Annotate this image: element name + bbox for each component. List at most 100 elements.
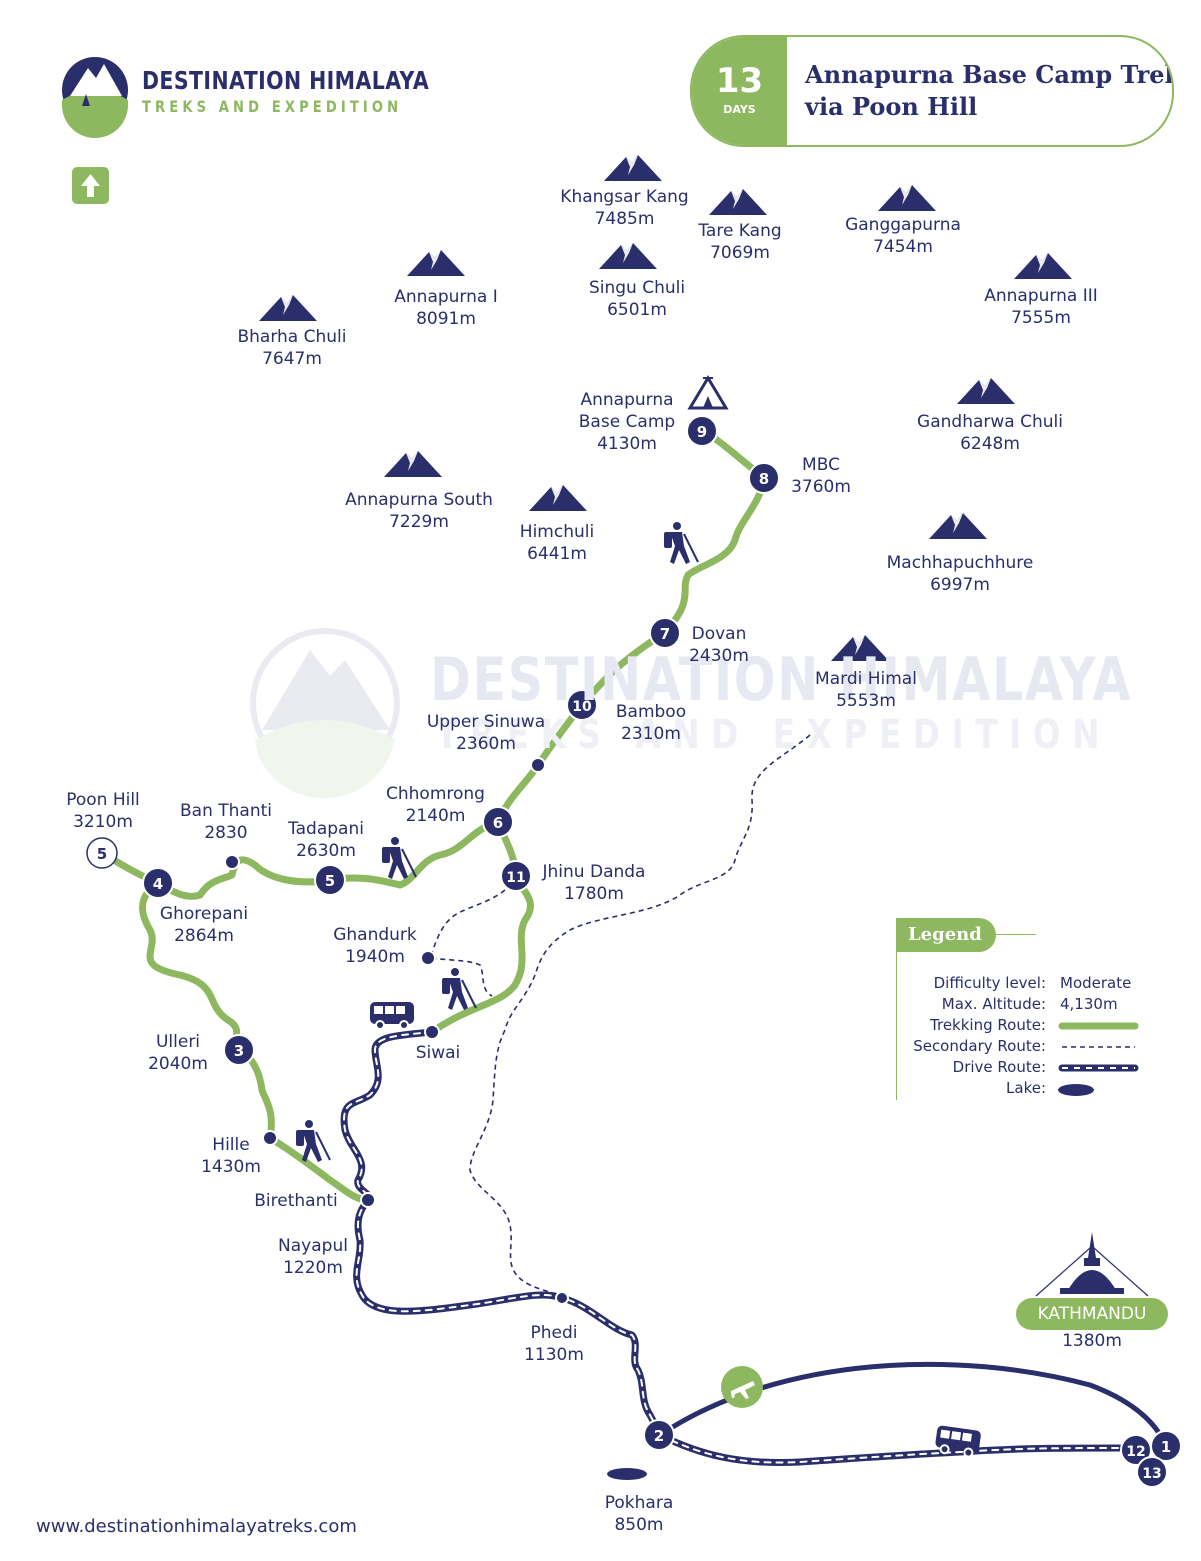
day-marker-label: 7 <box>660 625 670 643</box>
brand-name: DESTINATION HIMALAYA <box>142 66 430 95</box>
legend-secondary-label: Secondary Route: <box>913 1037 1046 1055</box>
day-marker: 5 <box>86 837 118 869</box>
watermark-title: DESTINATION HIMALAYA <box>430 645 1133 715</box>
day-marker: 7 <box>649 617 681 649</box>
days-number: 13 <box>715 61 764 101</box>
day-marker: 6 <box>482 806 514 838</box>
legend-divider <box>896 952 897 1100</box>
day-marker-label: 8 <box>759 470 769 488</box>
place-label: Birethanti <box>254 1191 338 1211</box>
website-url[interactable]: www.destinationhimalayatreks.com <box>36 1516 357 1537</box>
trek-title-line1: Annapurna Base Camp Trek <box>805 60 1174 89</box>
legend-divider <box>996 934 1036 935</box>
day-marker-label: 2 <box>654 1427 664 1445</box>
legend: Legend Difficulty level: Moderate Max. A… <box>896 918 1156 1100</box>
legend-drive-label: Drive Route: <box>952 1058 1046 1076</box>
lake-icon <box>607 1468 647 1480</box>
legend-difficulty-value: Moderate <box>1060 974 1132 992</box>
legend-altitude-label: Max. Altitude: <box>941 995 1046 1013</box>
day-marker-label: 10 <box>572 699 592 715</box>
watermark-tagline: TREKS AND EXPEDITION <box>436 712 1112 758</box>
legend-difficulty-label: Difficulty level: <box>933 974 1046 992</box>
day-markers: 1 2 3 4 5 5 6 7 8 9 10 11 12 13 <box>86 415 1182 1488</box>
day-marker: 2 <box>643 1419 675 1451</box>
day-marker: 10 <box>566 689 598 721</box>
bus-icon <box>369 1001 415 1030</box>
plane-icon <box>721 1366 763 1408</box>
trek-title-line2: via Poon Hill <box>805 92 978 121</box>
brand: DESTINATION HIMALAYA TREKS AND EXPEDITIO… <box>142 66 492 116</box>
day-marker-label: 5 <box>325 872 335 890</box>
place-label: Siwai <box>415 1043 461 1063</box>
day-marker-label: 13 <box>1142 1466 1161 1482</box>
kathmandu-badge: KATHMANDU <box>1016 1298 1168 1330</box>
day-marker: 11 <box>500 860 532 892</box>
hiker-icon <box>441 967 477 1011</box>
day-marker-label: 12 <box>1126 1444 1145 1460</box>
days-label: DAYS <box>723 103 756 116</box>
day-marker: 8 <box>748 462 780 494</box>
legend-altitude-value: 4,130m <box>1060 995 1118 1013</box>
secondary-route <box>428 734 811 1299</box>
day-marker-label: 1 <box>1161 1438 1171 1456</box>
day-marker: 9 <box>686 415 718 447</box>
legend-trekking-label: Trekking Route: <box>930 1016 1046 1034</box>
day-marker-label: 11 <box>506 870 525 886</box>
legend-title: Legend <box>896 918 996 952</box>
day-marker-label: 5 <box>97 845 107 863</box>
day-marker: 3 <box>223 1034 255 1066</box>
day-marker-label: 3 <box>234 1042 244 1060</box>
trek-title: Annapurna Base Camp Trek via Poon Hill <box>805 59 1174 123</box>
watermark-logo-icon <box>250 628 400 799</box>
legend-samples <box>1058 1022 1139 1096</box>
day-marker: 4 <box>142 867 174 899</box>
day-marker-label: 4 <box>153 875 163 893</box>
trek-title-box: 13 DAYS Annapurna Base Camp Trek via Poo… <box>690 35 1174 147</box>
day-marker: 5 <box>314 864 346 896</box>
north-arrow-icon <box>72 167 109 204</box>
tent-icon <box>687 375 729 410</box>
day-marker-label: 9 <box>697 423 707 441</box>
days-badge: 13 DAYS <box>692 37 787 145</box>
hiker-icon <box>663 521 699 565</box>
kathmandu-altitude: 1380m <box>1062 1331 1122 1351</box>
stupa-icon <box>1035 1232 1149 1297</box>
waypoint-dots <box>224 757 569 1305</box>
brand-tagline: TREKS AND EXPEDITION <box>142 97 403 116</box>
day-marker: 12 <box>1120 1434 1152 1466</box>
hiker-icon <box>381 836 417 880</box>
day-marker: 13 <box>1136 1456 1168 1488</box>
day-marker-label: 6 <box>493 814 503 832</box>
legend-lake-label: Lake: <box>1006 1079 1046 1097</box>
